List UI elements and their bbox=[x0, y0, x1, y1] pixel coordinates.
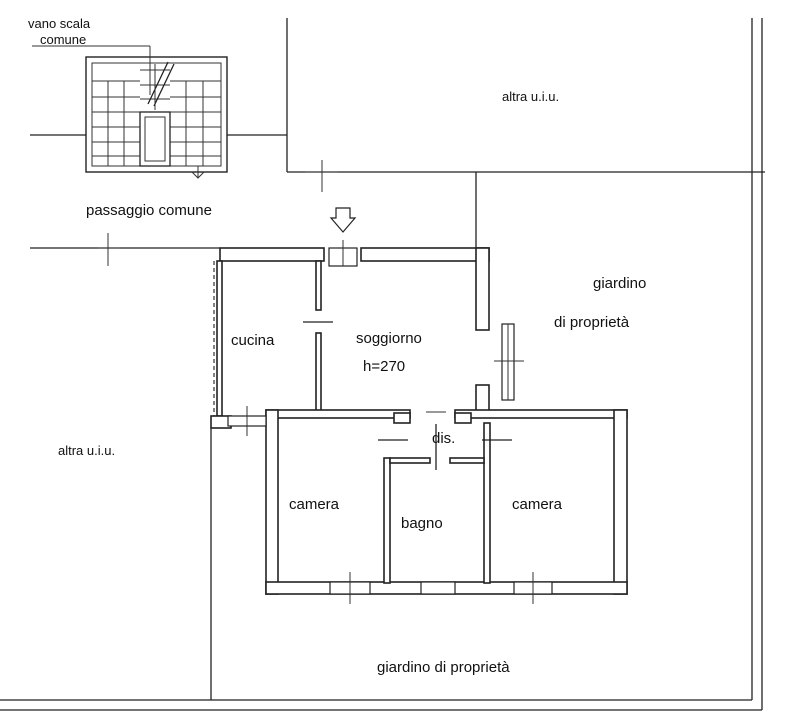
bedroom-right-label: camera bbox=[512, 496, 563, 513]
stair-label-line1: vano scala bbox=[28, 16, 91, 31]
windows bbox=[227, 323, 553, 604]
stair-steps bbox=[92, 61, 221, 179]
apartment-walls bbox=[210, 247, 628, 595]
passage-label: passaggio comune bbox=[86, 202, 212, 219]
garden-right-label-line2: di proprietà bbox=[554, 314, 630, 331]
living-label: soggiorno bbox=[356, 330, 422, 347]
entrance bbox=[328, 207, 358, 267]
bedroom-left-label: camera bbox=[289, 496, 340, 513]
property-boundaries bbox=[0, 18, 765, 711]
stairwell: vano scala comune bbox=[28, 16, 228, 179]
kitchen-label: cucina bbox=[231, 332, 275, 349]
other-unit-left-label: altra u.i.u. bbox=[58, 443, 115, 458]
room-labels: passaggio comune altra u.i.u. altra u.i.… bbox=[58, 89, 646, 676]
garden-right-label-line1: giardino bbox=[593, 275, 646, 292]
other-unit-top-label: altra u.i.u. bbox=[502, 89, 559, 104]
hall-label: dis. bbox=[432, 430, 455, 447]
garden-bottom-label: giardino di proprietà bbox=[377, 659, 510, 676]
stair-label-line2: comune bbox=[40, 32, 86, 47]
entrance-arrow-icon bbox=[329, 207, 357, 233]
door-marks bbox=[303, 321, 512, 470]
bathroom-label: bagno bbox=[401, 515, 443, 532]
height-label: h=270 bbox=[363, 358, 405, 375]
